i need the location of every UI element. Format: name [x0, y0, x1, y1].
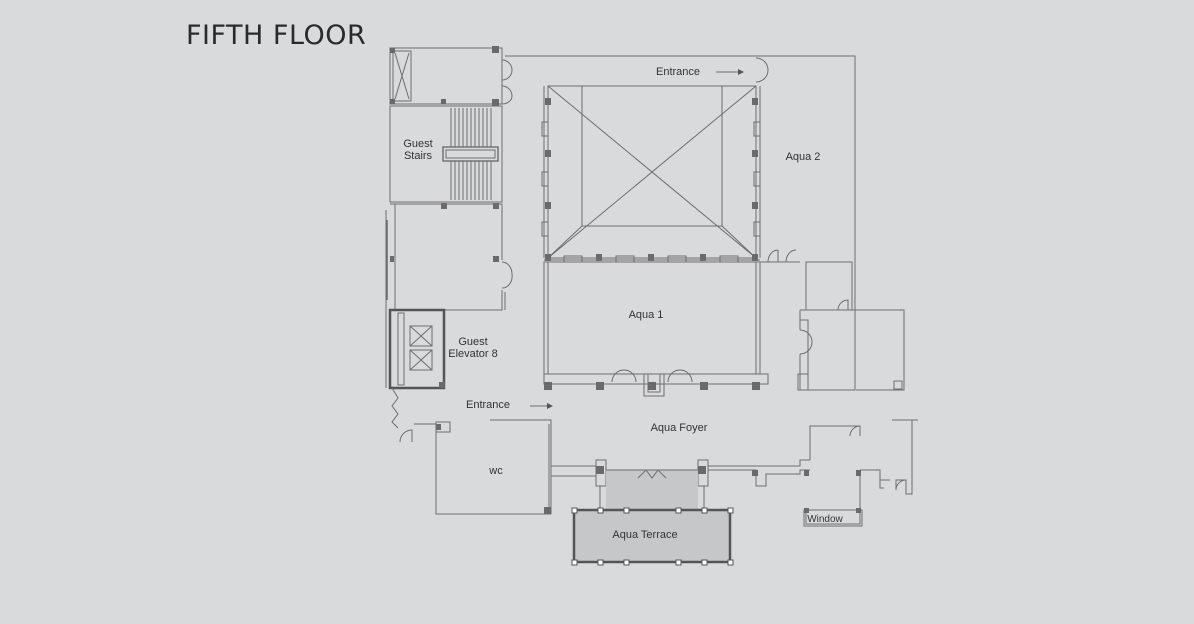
- guest-stairs-label-line2: Stairs: [404, 150, 433, 162]
- window-room: [803, 419, 918, 527]
- service-rooms: [797, 261, 905, 391]
- entrance-left-label: Entrance: [466, 399, 510, 411]
- aqua-1-atrium: [541, 85, 761, 263]
- aqua-2-label: Aqua 2: [786, 151, 821, 163]
- building-outline: [505, 55, 856, 391]
- guest-elevator-label-line2: Elevator 8: [448, 348, 498, 360]
- guest-elevator-label-line1: Guest: [458, 336, 487, 348]
- entrance-top-label: Entrance: [656, 66, 700, 78]
- west-room: [385, 203, 513, 388]
- aqua-terrace-label: Aqua Terrace: [612, 529, 677, 541]
- guest-stairs-label-line1: Guest: [403, 138, 432, 150]
- top-left-core: [389, 46, 513, 106]
- aqua-1-room: [543, 249, 800, 397]
- floor-title: FIFTH FLOOR: [186, 20, 367, 51]
- aqua-foyer-label: Aqua Foyer: [651, 422, 708, 434]
- aqua-terrace: [571, 469, 734, 566]
- wc-label: wc: [488, 465, 503, 477]
- entrance-left-arrow: [530, 403, 553, 409]
- guest-elevator: [388, 308, 446, 390]
- entrance-top-door: [755, 57, 769, 83]
- entrance-top-arrow: [716, 69, 744, 75]
- aqua-1-label: Aqua 1: [629, 309, 664, 321]
- foyer-walls: [551, 459, 810, 510]
- guest-stairs: [389, 105, 503, 209]
- wc-room: [391, 387, 552, 515]
- window-label: Window: [807, 514, 843, 525]
